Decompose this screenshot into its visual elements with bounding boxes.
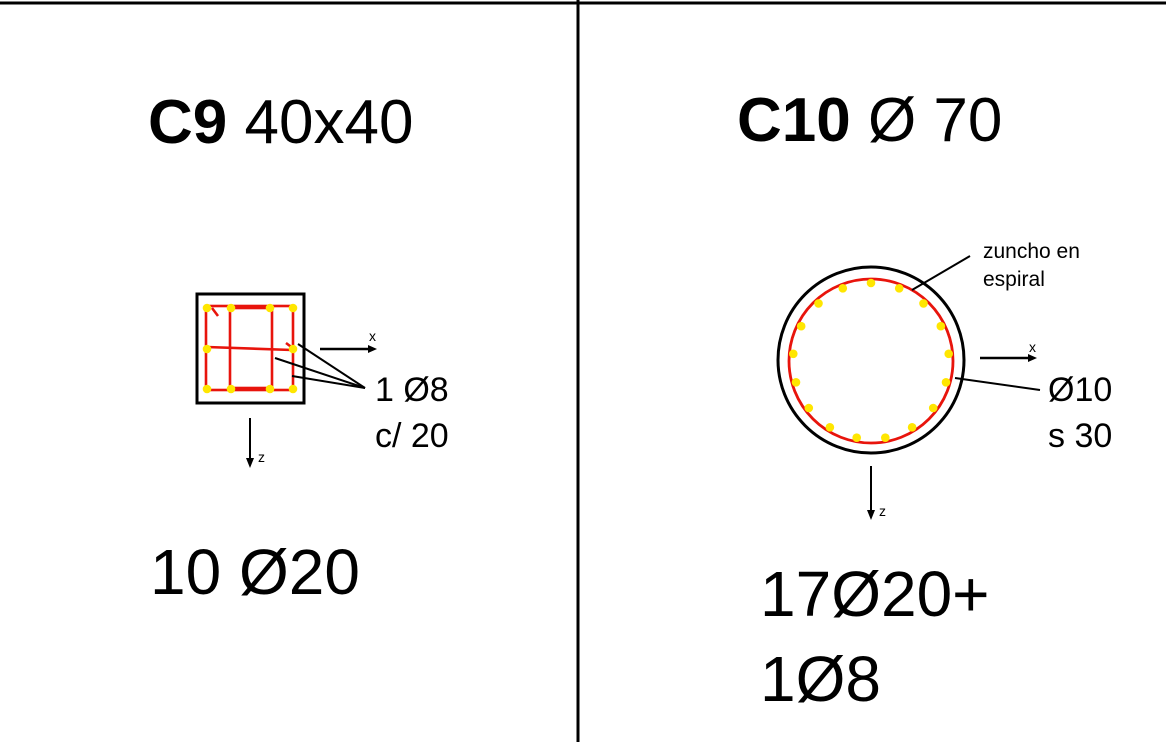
c10-spiral-stirrup [787,277,955,445]
c9-rebar-label: 10 Ø20 [150,536,360,608]
c9-bar [288,384,298,394]
c9-z-axis-arrow [246,458,254,468]
c9-bar [202,303,212,313]
c10-bar [936,321,946,331]
c9-axis-x-label: x [369,328,376,344]
c9-bar [226,303,236,313]
c10-stirrup-note: Ø10 s 30 [1048,368,1112,460]
c10-bar [804,403,814,413]
c10-bar [796,321,806,331]
c10-title-id: C10 [737,86,851,155]
c10-stirrup-leader [954,377,1041,391]
c9-bar [226,384,236,394]
c9-title-id: C9 [148,88,228,157]
c9-leader [274,357,366,389]
c10-title-dim: Ø 70 [867,86,1003,155]
c9-stirrup-note: 1 Ø8 c/ 20 [375,368,449,460]
c10-axis-x-label: x [1029,339,1036,355]
c10-stirrup-line1: Ø10 [1048,371,1113,409]
c10-bar [944,349,953,359]
c9-bars [202,303,298,394]
c9-bar [265,384,275,394]
c10-rebar-label: 17Ø20+ 1Ø8 [760,552,990,722]
c10-spiral-line2: espiral [983,268,1045,292]
c9-leader [297,343,366,389]
c9-stirrup-line1: 1 Ø8 [375,371,449,409]
c9-stirrup-line2: c/ 20 [375,416,449,455]
c10-axes [867,354,1037,520]
c10-bar [894,284,904,293]
c9-x-axis-arrow [368,345,377,353]
c10-bar [907,423,917,432]
c10-bar [814,299,823,308]
c10-bar [791,378,801,387]
c9-bar [265,303,275,313]
c9-axes [246,345,377,468]
c9-bar [202,384,212,394]
c9-axis-z-label: z [258,449,265,465]
c10-spiral-note: zuncho en espiral [983,238,1080,295]
c10-bar [866,278,876,288]
c9-title: C9 40x40 [148,92,413,154]
c10-rebar-line1: 17Ø20+ [760,558,990,630]
c10-bar [852,433,861,443]
c10-spiral-line1: zuncho en [983,240,1080,263]
c9-bar [288,344,298,354]
c10-bar [838,284,848,293]
c10-bar [928,403,938,413]
c9-title-dim: 40x40 [244,88,414,157]
c10-title: C10 Ø 70 [737,90,1002,152]
c10-bar [789,349,798,359]
c10-bars [789,278,953,443]
c9-hook-1 [210,307,220,317]
c10-axis-z-label: z [879,503,886,519]
c9-bar [288,303,298,313]
c9-cross-tie [206,345,293,352]
c10-bar [919,299,928,308]
c9-stirrup-leaders [274,343,366,389]
c10-bar [941,378,951,387]
c10-spiral-leader [911,255,971,291]
c10-bar [881,433,890,443]
c9-leader [291,375,366,389]
c10-z-axis-arrow [867,510,875,520]
c9-bar [202,344,212,354]
c10-concrete-outline [776,265,966,455]
c10-rebar-line2: 1Ø8 [760,643,881,716]
c10-x-axis-arrow [1028,354,1037,362]
c10-stirrup-line2: s 30 [1048,416,1113,455]
c10-bar [825,423,835,432]
